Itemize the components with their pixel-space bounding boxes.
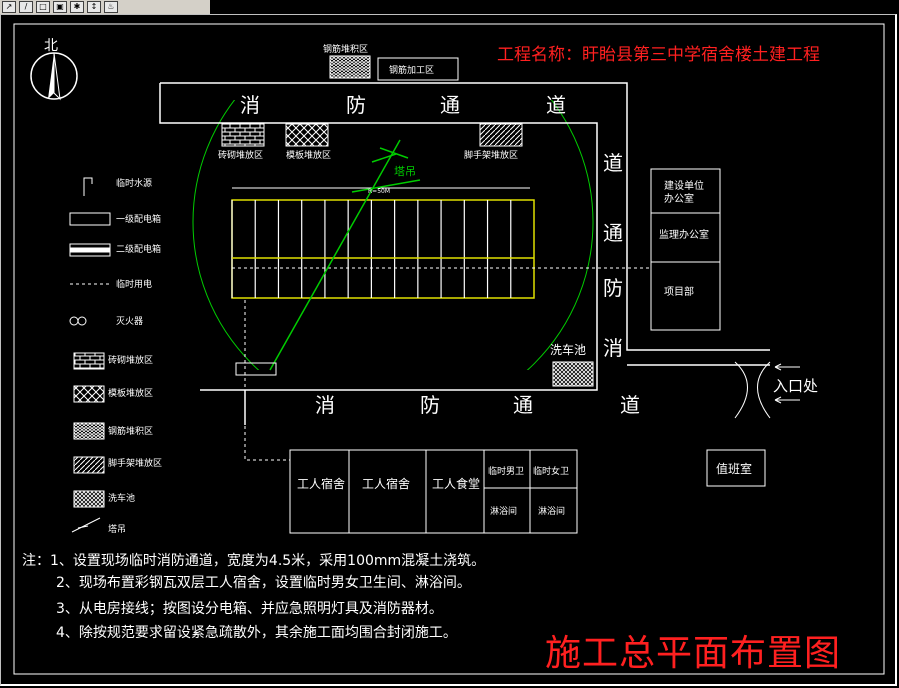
project-title: 工程名称：盱眙县第三中学宿舍楼土建工程 (497, 45, 820, 65)
north-arrow-icon (30, 52, 78, 101)
note-1: 注：1、设置现场临时消防通道，宽度为4.5米，采用100mm混凝土浇筑。 (22, 553, 486, 569)
legend-label-primary-distribution-box: 一级配电箱 (116, 213, 161, 225)
legend-label-fire-extinguisher: 灭火器 (116, 316, 143, 327)
note-2: 2、现场布置彩钢瓦双层工人宿舍，设置临时男女卫生间、淋浴间。 (56, 575, 471, 591)
fire-road-char: 道 (546, 93, 566, 117)
worker-camp-block (289, 449, 578, 534)
worker-dorm-2-label: 工人宿舍 (362, 476, 410, 491)
temporary-power-line (244, 300, 290, 461)
entrance-label: 入口处 (773, 377, 818, 395)
building-footprint (231, 199, 650, 299)
legend-label-water-source: 临时水源 (116, 177, 152, 189)
north-label: 北 (44, 38, 58, 54)
rectangle-tool-icon[interactable]: □ (36, 1, 50, 13)
fire-road-char-vertical: 通 (603, 221, 623, 245)
brick-stack-yard (221, 123, 265, 147)
legend-label-tower-crane: 塔吊 (108, 523, 126, 535)
fire-road-char-vertical: 消 (603, 336, 623, 360)
car-wash-pit (552, 361, 594, 387)
legend-icons (69, 177, 111, 533)
legend-label-brick-hatch: 砖砌堆放区 (108, 354, 153, 366)
fire-road-char: 通 (440, 93, 460, 117)
guard-room-label: 值班室 (716, 461, 752, 476)
line-tool-icon[interactable]: / (19, 1, 33, 13)
star-tool-icon[interactable]: ✱ (70, 1, 84, 13)
legend-labels: 临时水源一级配电箱二级配电箱临时用电灭火器砖砌堆放区模板堆放区钢筋堆积区脚手架堆… (108, 177, 162, 535)
fire-road-labels: 消防通道消防通道道通防消 (240, 93, 640, 417)
tower-crane-label: 塔吊 (394, 165, 416, 178)
block-tool-icon[interactable]: ▣ (53, 1, 67, 13)
temp-toilet-female-label: 临时女卫 (533, 465, 569, 477)
shower-2-label: 淋浴间 (538, 505, 565, 517)
fire-road-char-vertical: 道 (603, 151, 623, 175)
toolbar-filler (210, 0, 899, 14)
fire-road-char: 道 (620, 393, 640, 417)
brick-stack-label: 砖砌堆放区 (218, 149, 263, 161)
formwork-stack-label: 模板堆放区 (286, 149, 331, 161)
rebar-stack-yard (329, 55, 371, 79)
fire-road-char-vertical: 防 (603, 276, 623, 300)
arrow-tool-icon[interactable]: ↗ (2, 1, 16, 13)
legend-label-formwork-hatch: 模板堆放区 (108, 387, 153, 399)
fire-road-lines (159, 82, 770, 425)
entrance-arrow-icon (774, 363, 800, 404)
move-tool-icon[interactable]: ↕ (87, 1, 101, 13)
rebar-processing-label: 钢筋加工区 (389, 64, 434, 76)
tower-crane-icon (269, 139, 421, 371)
temp-toilet-male-label: 临时男卫 (488, 465, 524, 477)
legend-label-rebar-hatch: 钢筋堆积区 (108, 425, 153, 437)
scaffold-stack-label: 脚手架堆放区 (464, 149, 518, 161)
scaffold-stack-yard (479, 123, 523, 147)
rebar-processing-shed (377, 57, 459, 81)
rebar-stack-label: 钢筋堆积区 (323, 43, 368, 55)
legend-label-secondary-distribution-box: 二级配电箱 (116, 243, 161, 255)
crane-radius-label: R=50M (368, 188, 390, 195)
note-4: 4、除按规范要求留设紧急疏散外，其余施工面均围合封闭施工。 (56, 625, 457, 641)
legend-label-scaffold-hatch: 脚手架堆放区 (108, 457, 162, 469)
guard-room-block (706, 449, 766, 487)
formwork-stack-yard (285, 123, 329, 147)
fire-road-char: 通 (513, 393, 533, 417)
fire-road-char: 消 (315, 393, 335, 417)
drawing-frame (0, 14, 897, 686)
worker-canteen-label: 工人食堂 (432, 476, 480, 491)
fire-road-char: 防 (346, 93, 366, 117)
note-3: 3、从电房接线；按图设分电箱、并应急照明灯具及消防器材。 (56, 601, 443, 617)
cad-toolbar: ↗ / □ ▣ ✱ ↕ ♨ (0, 0, 212, 15)
office-block (650, 168, 721, 331)
drawing-border (13, 23, 885, 675)
legend-label-temporary-power-line: 临时用电 (116, 278, 152, 290)
primary-distribution-box-icon (235, 362, 277, 376)
client-office-label-line2: 办公室 (664, 192, 694, 205)
project-dept-label: 项目部 (664, 285, 694, 298)
render-tool-icon[interactable]: ♨ (104, 1, 118, 13)
entrance-gate (734, 361, 771, 419)
tower-crane-radius-circle (192, 100, 594, 370)
supervision-office-label: 监理办公室 (659, 228, 709, 241)
drawing-main-title: 施工总平面布置图 (545, 633, 842, 674)
worker-dorm-1-label: 工人宿舍 (297, 476, 345, 491)
client-office-label-line1: 建设单位 (664, 179, 704, 192)
fire-road-char: 防 (420, 393, 440, 417)
shower-1-label: 淋浴间 (490, 505, 517, 517)
fire-road-char: 消 (240, 93, 260, 117)
legend-label-car-wash-hatch: 洗车池 (108, 492, 135, 504)
car-wash-label: 洗车池 (550, 342, 586, 357)
